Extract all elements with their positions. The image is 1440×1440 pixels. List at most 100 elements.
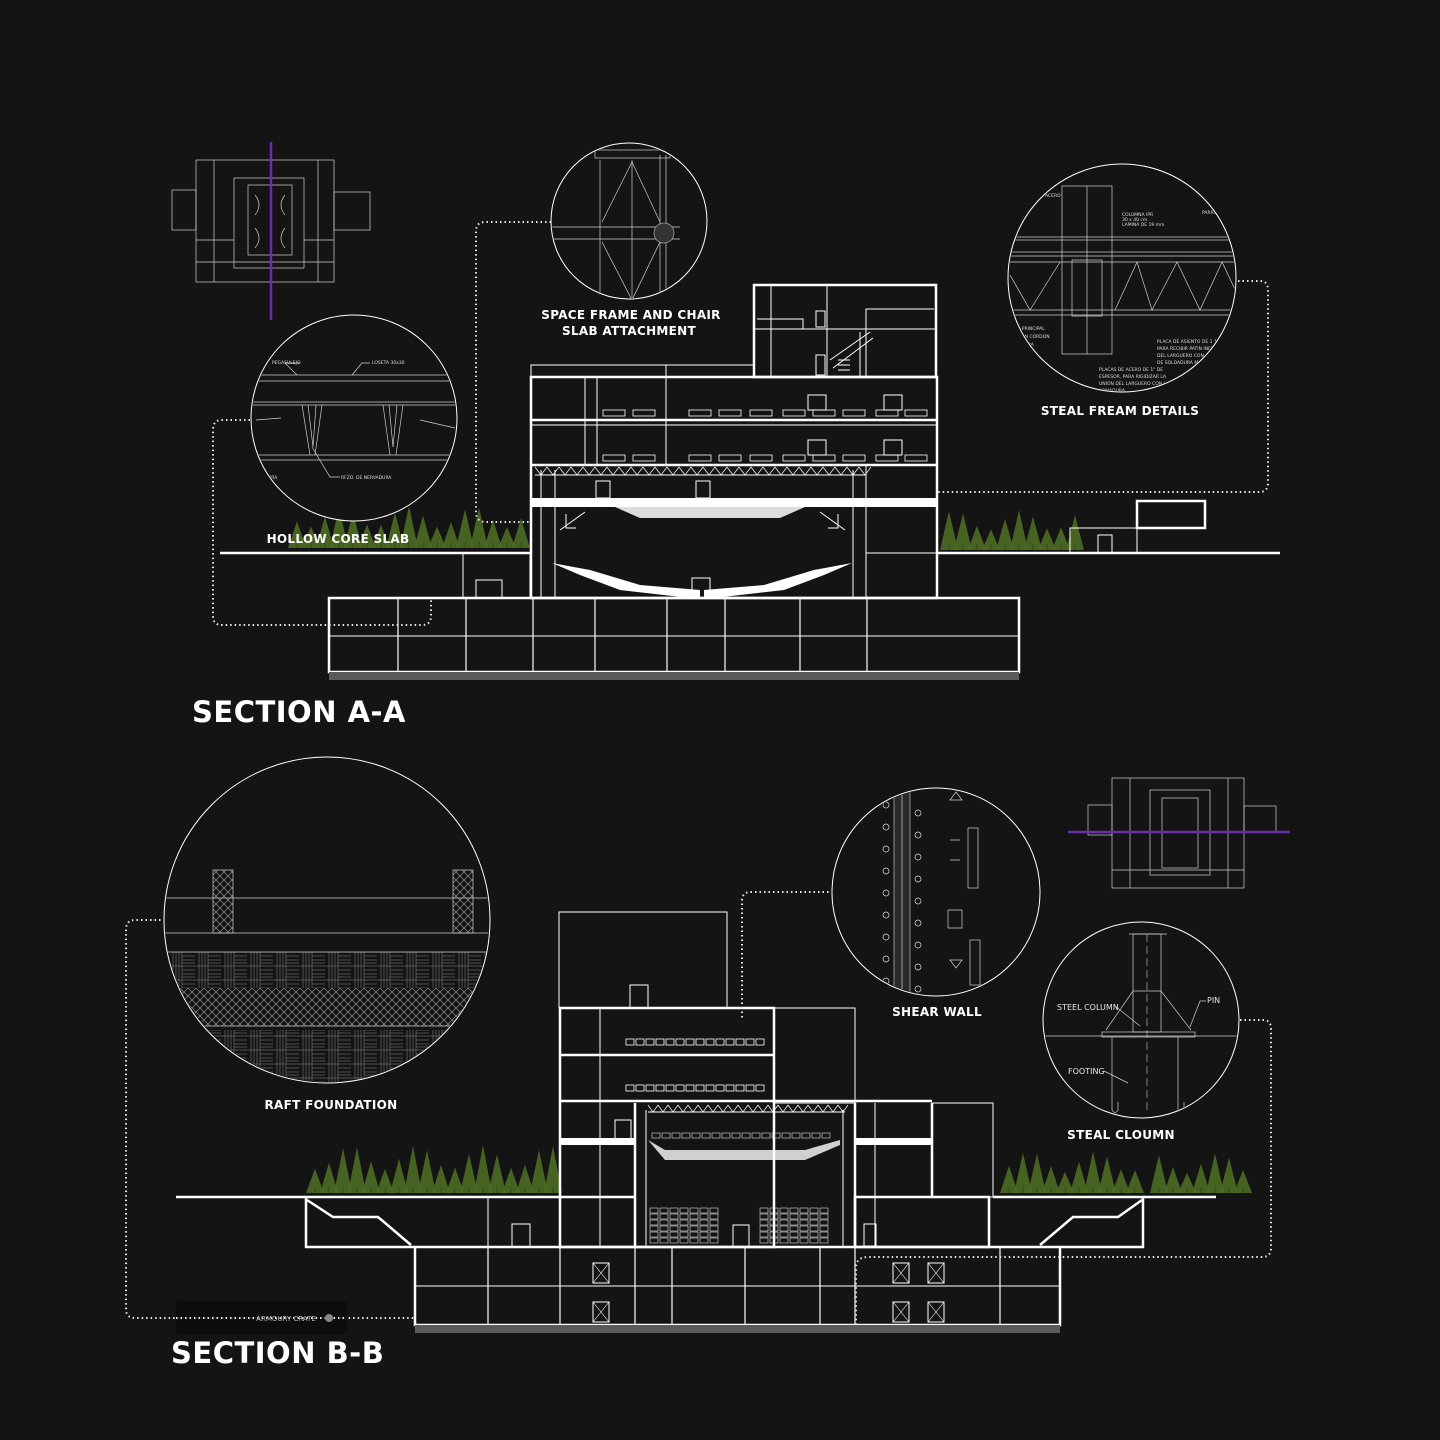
seat (819, 1213, 829, 1220)
door-swing (592, 1301, 610, 1323)
connector-space-frame (475, 221, 551, 523)
truss-member (677, 1104, 689, 1113)
seat (745, 1038, 755, 1046)
seat (789, 1237, 799, 1244)
seat (709, 1207, 719, 1214)
truss-member (594, 466, 608, 476)
seat (759, 1237, 769, 1244)
tree (954, 513, 972, 550)
tree (1028, 1153, 1046, 1193)
tree (358, 524, 376, 548)
svg-text:LAMINA DE 19 mm: LAMINA DE 19 mm (1122, 222, 1164, 228)
tree (1234, 1170, 1252, 1193)
basement-columns (397, 598, 868, 672)
furniture (688, 409, 712, 417)
seat (649, 1225, 659, 1232)
seat (799, 1237, 809, 1244)
tree (442, 522, 460, 548)
seat (735, 1038, 745, 1046)
seat (809, 1231, 819, 1238)
trees-right (1000, 1151, 1252, 1193)
detail-space-frame[interactable] (550, 142, 708, 300)
armoury-crate-icon (325, 1314, 333, 1322)
seat (809, 1237, 819, 1244)
seat (779, 1231, 789, 1238)
truss-member (787, 1104, 799, 1113)
door-icon (807, 439, 827, 456)
furniture (875, 454, 899, 462)
connector-shear-wall (741, 891, 833, 1018)
section-b-title: SECTION B-B (171, 1336, 384, 1370)
seat (761, 1132, 771, 1139)
fixture (914, 831, 922, 839)
armoury-crate-overlay[interactable]: ARMOURY CRATE (176, 1301, 347, 1334)
detail-steel-column[interactable]: STEEL COLUMN PIN FOOTING (1040, 921, 1245, 1119)
tree (404, 1145, 422, 1193)
tree (400, 506, 418, 548)
truss-member (606, 466, 620, 476)
tree (1052, 527, 1070, 550)
fixture (914, 809, 922, 817)
seat (665, 1038, 675, 1046)
tree (474, 1145, 492, 1193)
truss-member (654, 466, 668, 476)
tree (1000, 1165, 1018, 1193)
seat (799, 1225, 809, 1232)
seat (649, 1231, 659, 1238)
key-plan-section-a (171, 142, 371, 320)
tree (1084, 1151, 1102, 1193)
tree (1178, 1172, 1196, 1193)
furniture (842, 454, 866, 462)
detail-steel-frame[interactable]: ACERO COLUMNA IPR 30 x 40 cm LAMINA DE 1… (1000, 163, 1250, 394)
seat (649, 1237, 659, 1244)
seat (705, 1038, 715, 1046)
truss-member (558, 466, 572, 476)
truss-member (647, 1104, 659, 1113)
fixture (882, 889, 890, 897)
tree (502, 1167, 520, 1193)
svg-text:ESPESOR, PARA RIGIDIZAR LA: ESPESOR, PARA RIGIDIZAR LA (1099, 374, 1167, 380)
seat (659, 1225, 669, 1232)
seat (649, 1207, 659, 1214)
seat (779, 1219, 789, 1226)
seat (699, 1207, 709, 1214)
svg-text:DE PRINCIPAL: DE PRINCIPAL (1014, 326, 1045, 332)
fixture (882, 933, 890, 941)
seat (695, 1084, 705, 1092)
seat (699, 1231, 709, 1238)
tree (544, 1145, 562, 1193)
tree (1042, 1166, 1060, 1193)
detail-shear-wall[interactable] (831, 787, 1041, 997)
seat (679, 1219, 689, 1226)
seat (679, 1231, 689, 1238)
detail-raft-foundation[interactable] (160, 756, 491, 1090)
seat (789, 1225, 799, 1232)
truss-member (747, 1104, 759, 1113)
seat (659, 1213, 669, 1220)
seat (669, 1231, 679, 1238)
svg-text:PARRILLA: PARRILLA (1202, 210, 1224, 216)
tree (386, 512, 404, 548)
detail-hollow-core-slab[interactable]: PEGASULEJO LOSETA 30x30 RFZO. DE NERVADU… (250, 314, 460, 522)
tree (428, 526, 446, 548)
truss-member (774, 466, 788, 476)
balcony-slab (531, 498, 937, 507)
tree (516, 1164, 534, 1193)
seat (769, 1213, 779, 1220)
seat (759, 1225, 769, 1232)
tree (330, 506, 348, 548)
fixture (882, 911, 890, 919)
seat (791, 1132, 801, 1139)
tree (1014, 1153, 1032, 1193)
furniture (632, 454, 656, 462)
seat (699, 1219, 709, 1226)
svg-text:ARMADURA: ARMADURA (1099, 388, 1126, 394)
seat (681, 1132, 691, 1139)
shear-wall-label: SHEAR WALL (892, 1005, 982, 1019)
seat (705, 1084, 715, 1092)
door-swing (592, 1262, 610, 1284)
truss-member (582, 466, 596, 476)
truss-member (817, 1104, 829, 1113)
tree (498, 526, 516, 548)
truss-member (757, 1104, 769, 1113)
